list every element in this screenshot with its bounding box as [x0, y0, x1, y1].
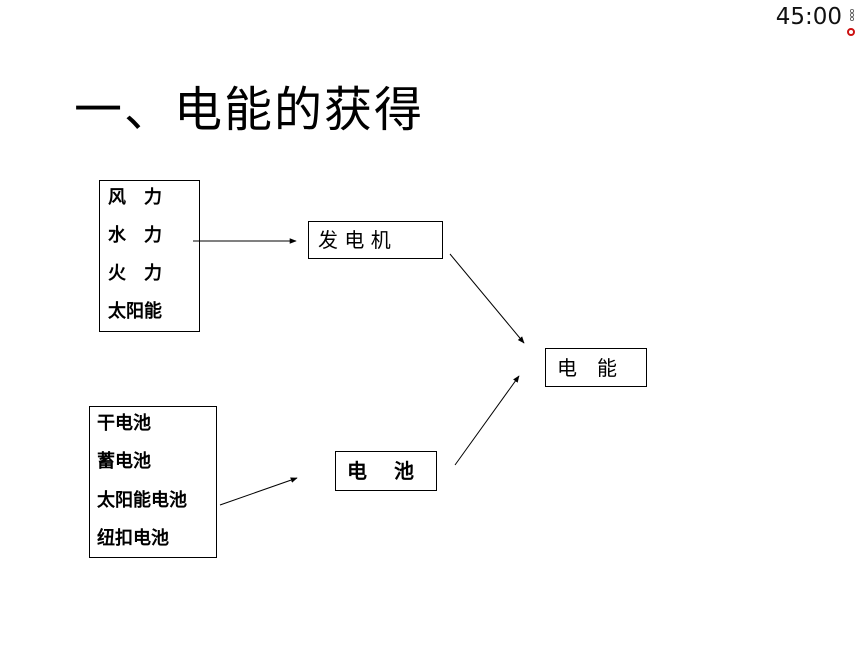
arrow-battery-to-electricity	[454, 375, 520, 466]
arrow-generator-to-electricity	[449, 253, 525, 344]
electricity-box: 电 能	[545, 348, 647, 387]
source-item-wind: 风 力	[108, 187, 162, 208]
countdown-timer: 45:00	[775, 4, 842, 30]
power-sources-box: 风 力 水 力 火 力 太阳能	[99, 180, 200, 332]
source-item-thermal: 火 力	[108, 263, 162, 284]
battery-label: 电 池	[347, 459, 414, 483]
generator-box: 发 电 机	[308, 221, 443, 259]
electricity-label: 电 能	[557, 356, 617, 380]
source-item-hydro: 水 力	[108, 225, 162, 246]
battery-item-dry: 干电池	[97, 413, 151, 434]
arrow-batteries-to-battery	[219, 477, 298, 506]
source-item-solar: 太阳能	[108, 301, 162, 322]
battery-item-solar: 太阳能电池	[97, 489, 187, 511]
battery-item-button: 纽扣电池	[97, 527, 169, 549]
battery-box: 电 池	[335, 451, 437, 491]
generator-label: 发 电 机	[318, 228, 391, 252]
slide-title: 一、电能的获得	[74, 82, 425, 138]
battery-types-box: 干电池 蓄电池 太阳能电池 纽扣电池	[89, 406, 217, 558]
battery-item-storage: 蓄电池	[97, 451, 151, 473]
timer-controls-icon[interactable]	[842, 8, 856, 36]
